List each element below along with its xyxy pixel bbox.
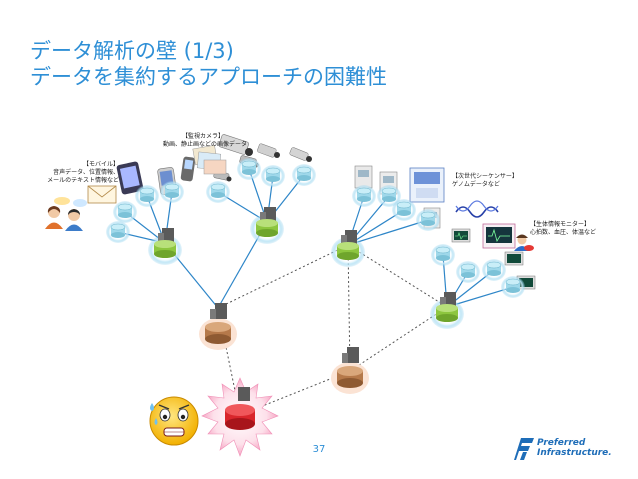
regional-server-icon xyxy=(430,292,464,329)
mobile-caption: 【モバイル】 音声データ、位置情報、 メールのテキスト情報など xyxy=(34,161,119,185)
sequencer-icon xyxy=(409,167,445,203)
mobile-caption-detail-1: 音声データ、位置情報、 xyxy=(53,169,119,176)
company-logo: Preferred Infrastructure. xyxy=(514,436,624,462)
camera-caption-detail: 動画、静止画などの画像データ xyxy=(163,141,248,148)
leaf-database-icon xyxy=(135,185,159,207)
logo-line-2: Infrastructure. xyxy=(537,448,612,458)
mobile-phone-icon xyxy=(180,156,196,182)
monitor-icon xyxy=(482,223,516,249)
dna-helix-icon xyxy=(455,200,499,218)
leaf-database-icon xyxy=(377,185,401,207)
sequencer-icon xyxy=(354,165,373,189)
leaf-database-icon xyxy=(416,209,440,231)
leaf-data-stores xyxy=(106,158,525,298)
people-talking-icon xyxy=(45,197,87,231)
leaf-database-icon xyxy=(392,199,416,221)
leaf-database-icon xyxy=(456,261,480,283)
logo-line-1: Preferred xyxy=(537,438,586,448)
leaf-database-icon xyxy=(482,259,506,281)
monitor-caption-title: 【生体情報モニター】 xyxy=(530,221,591,228)
monitor-icon xyxy=(451,228,471,243)
camera-caption-title: 【監視カメラ】 xyxy=(181,133,224,140)
title-line-1: データ解析の壁 (1/3) xyxy=(30,39,234,63)
leaf-database-icon xyxy=(160,181,184,203)
mobile-caption-detail-2: メールのテキスト情報など xyxy=(47,177,119,184)
leaf-database-icon xyxy=(261,165,285,187)
logo-mark-icon xyxy=(514,438,534,460)
leaf-database-icon xyxy=(431,244,455,266)
slide-title: データ解析の壁 (1/3) データを集約するアプローチの困難性 xyxy=(30,38,387,90)
leaf-database-icon xyxy=(106,221,130,243)
monitor-icon xyxy=(504,251,524,266)
central-server-icon xyxy=(199,303,237,350)
leaf-database-icon xyxy=(501,276,525,298)
page-number: 37 xyxy=(312,444,326,455)
camera-icon xyxy=(257,143,280,158)
worried-face-icon xyxy=(149,396,199,446)
leaf-database-icon xyxy=(206,181,230,203)
leaf-database-icon xyxy=(113,201,137,223)
logo-wordmark: Preferred Infrastructure. xyxy=(537,438,612,458)
camera-caption: 【監視カメラ】 動画、静止画などの画像データ xyxy=(163,133,248,149)
camera-icon xyxy=(218,134,253,156)
leaf-database-icon xyxy=(352,185,376,207)
regional-server-icon xyxy=(331,230,365,267)
sequencer-caption-title: 【次世代シーケンサー】 xyxy=(452,173,518,180)
monitor-caption-detail: 心拍数、血圧、体温など xyxy=(530,229,597,236)
mobile-caption-title: 【モバイル】 xyxy=(82,161,119,168)
camera-icon xyxy=(289,147,312,162)
sequencer-caption: 【次世代シーケンサー】 ゲノムデータなど xyxy=(452,173,518,189)
regional-hubs xyxy=(148,207,464,329)
central-stores xyxy=(199,303,369,394)
mobile-devices xyxy=(45,156,196,231)
camera-photo-stack-icon xyxy=(192,144,227,175)
sequencer-caption-detail: ゲノムデータなど xyxy=(452,181,500,188)
patient-icon xyxy=(514,234,534,251)
leaf-database-icon xyxy=(292,164,316,186)
title-line-2: データを集約するアプローチの困難性 xyxy=(30,65,387,89)
email-envelope-icon xyxy=(87,185,117,204)
leaf-database-icon xyxy=(237,158,261,180)
central-server-icon xyxy=(331,347,369,394)
smartphone-icon xyxy=(116,161,144,195)
regional-server-icon xyxy=(250,207,284,244)
server-building-icon xyxy=(238,387,250,401)
overloaded-server xyxy=(201,377,279,457)
regional-server-icon xyxy=(148,228,182,265)
monitor-caption: 【生体情報モニター】 心拍数、血圧、体温など xyxy=(530,221,596,237)
